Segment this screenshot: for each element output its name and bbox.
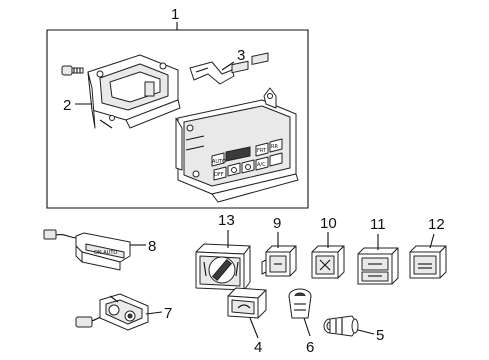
screw-part — [61, 65, 84, 76]
leader-5 — [357, 329, 375, 335]
clip-bracket-part — [189, 61, 235, 85]
callout-2: 2 — [63, 97, 71, 114]
svg-text:A/C: A/C — [257, 162, 266, 168]
leader-6 — [303, 317, 311, 337]
callout-8: 8 — [148, 238, 156, 255]
assembly-frame — [46, 29, 309, 209]
callout-6: 6 — [306, 339, 314, 356]
climate-control-panel: AUTO FRT RR OFF A/C — [175, 52, 299, 203]
callout-13: 13 — [218, 212, 235, 229]
switch-with-harness-part: ON AUTO — [43, 229, 131, 271]
mounting-bracket-part — [87, 54, 181, 129]
callout-5: 5 — [376, 327, 384, 344]
leader-3 — [221, 61, 235, 71]
socket-6-part — [288, 288, 312, 319]
socket-with-harness-part — [75, 293, 149, 331]
svg-text:ON AUTO: ON AUTO — [94, 250, 117, 256]
svg-text:OFF: OFF — [214, 172, 224, 178]
switch-9-part — [261, 245, 297, 277]
callout-11: 11 — [370, 216, 386, 233]
lighter-plug-part — [323, 315, 359, 337]
rotary-switch-part — [195, 243, 251, 291]
switch-12-part — [409, 245, 447, 279]
callout-3: 3 — [237, 47, 245, 64]
callout-12: 12 — [428, 216, 445, 233]
leader-4 — [249, 317, 259, 339]
svg-text:RR: RR — [271, 144, 278, 150]
callout-10: 10 — [320, 215, 337, 232]
switch-10-part — [311, 245, 345, 279]
callout-4: 4 — [254, 339, 262, 356]
switch-4-part — [227, 287, 267, 319]
svg-text:AUTO: AUTO — [212, 159, 226, 165]
callout-7: 7 — [164, 305, 172, 322]
leader-7 — [145, 311, 163, 315]
callout-1: 1 — [171, 6, 179, 23]
svg-text:FRT: FRT — [257, 148, 267, 154]
switch-11-part — [357, 247, 399, 285]
leader-12 — [429, 233, 435, 249]
callout-9: 9 — [273, 215, 281, 232]
